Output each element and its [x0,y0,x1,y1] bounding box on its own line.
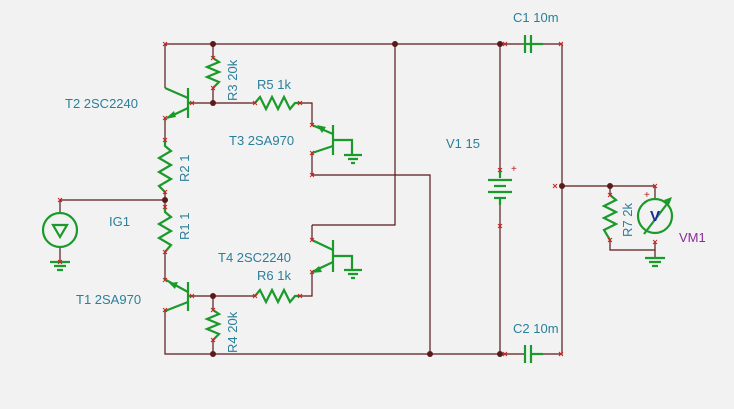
transistor-t2[interactable] [164,86,192,119]
label-c2: C2 10m [513,321,559,336]
resistor-r6[interactable] [254,287,300,305]
resistor-r1[interactable] [156,207,174,253]
junctions [162,41,613,357]
label-ig1: IG1 [109,214,130,229]
component-labels: T2 2SC2240 T3 2SA970 T4 2SC2240 T1 2SA97… [65,10,706,353]
battery-v1[interactable] [488,170,512,205]
transistor-t1[interactable] [164,270,192,313]
voltmeter-plus-sign: + [644,190,650,201]
junction-dot [210,41,216,47]
label-r5: R5 1k [257,77,291,92]
label-r6: R6 1k [257,268,291,283]
resistor-r3[interactable] [204,57,222,89]
junction-dot [607,183,613,189]
label-t1: T1 2SA970 [76,292,141,307]
resistor-r7[interactable] [601,194,619,241]
wires [59,43,656,355]
resistor-r2[interactable] [156,140,174,193]
transistor-t4[interactable] [311,239,362,280]
transistor-t3[interactable] [311,123,362,165]
junction-dot [392,41,398,47]
label-r2: R2 1 [177,155,192,182]
junction-dot [497,351,503,357]
junction-dot [210,100,216,106]
capacitor-c2[interactable] [523,345,543,363]
label-c1: C1 10m [513,10,559,25]
resistor-r4[interactable] [204,309,222,341]
label-t2: T2 2SC2240 [65,96,138,111]
pin-markers [57,41,658,357]
label-vm1: VM1 [679,230,706,245]
label-r4: R4 20k [225,311,240,353]
junction-dot [162,197,168,203]
label-v1: V1 15 [446,136,480,151]
junction-dot [427,351,433,357]
capacitor-c1[interactable] [523,35,543,53]
label-r1: R1 1 [177,213,192,240]
junction-dot [559,183,565,189]
battery-plus-sign: + [511,164,517,175]
junction-dot [210,293,216,299]
junction-dot [210,351,216,357]
resistor-r5[interactable] [254,94,300,112]
label-r7: R7 2k [620,203,635,237]
label-r3: R3 20k [225,59,240,101]
label-t4: T4 2SC2240 [218,250,291,265]
voltmeter-vm1[interactable] [636,197,674,268]
label-t3: T3 2SA970 [229,133,294,148]
voltmeter-symbol: V [650,208,660,225]
junction-dot [497,41,503,47]
